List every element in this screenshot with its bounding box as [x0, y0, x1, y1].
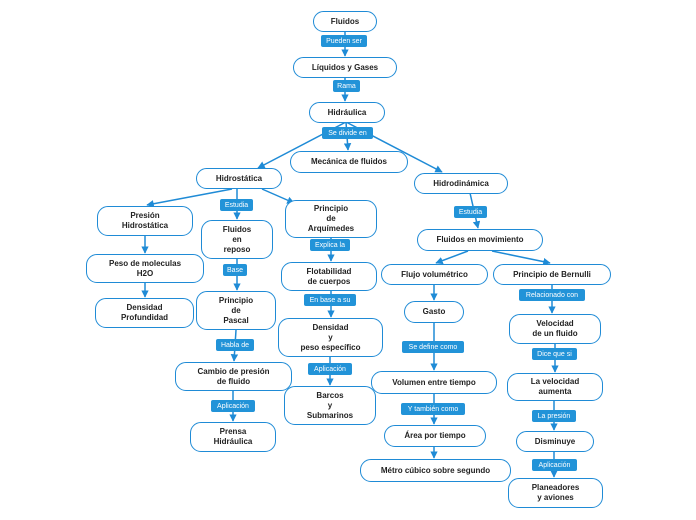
node-fluidos-movimiento[interactable]: Fluidos en movimiento [417, 229, 543, 251]
node-area-tiempo[interactable]: Área por tiempo [384, 425, 486, 447]
label-habla-de: Habla de [216, 339, 254, 351]
node-mecanica-fluidos[interactable]: Mecánica de fluidos [290, 151, 408, 173]
label-relacionado-con: Relacionado con [519, 289, 585, 301]
label-estudia-hidrodinamica: Estudia [454, 206, 487, 218]
node-velocidad-aumenta[interactable]: La velocidad aumenta [507, 373, 603, 401]
label-aplicacion-prensa: Aplicación [211, 400, 255, 412]
label-aplicacion-barcos: Aplicación [308, 363, 352, 375]
node-hidrodinamica[interactable]: Hidrodinámica [414, 173, 508, 194]
node-flujo-volumetrico[interactable]: Flujo volumétrico [381, 264, 488, 285]
label-se-define-como: Se define como [402, 341, 464, 353]
label-explica-la: Explica la [310, 239, 350, 251]
label-se-divide-en: Se divide en [322, 127, 373, 139]
label-aplicacion-planeadores: Aplicación [532, 459, 577, 471]
node-metro-cubico[interactable]: Métro cúbico sobre segundo [360, 459, 511, 482]
node-gasto[interactable]: Gasto [404, 301, 464, 323]
node-hidrostatica[interactable]: Hidrostática [196, 168, 282, 189]
label-pueden-ser: Pueden ser [321, 35, 367, 47]
label-en-base-a-su: En base a su [304, 294, 356, 306]
node-liquidos-gases[interactable]: Líquidos y Gases [293, 57, 397, 78]
node-barcos-submarinos[interactable]: Barcos y Submarinos [284, 386, 376, 425]
node-disminuye[interactable]: Disminuye [516, 431, 594, 452]
node-densidad-peso[interactable]: Densidad y peso específico [278, 318, 383, 357]
node-fluidos-reposo[interactable]: Fluidos en reposo [201, 220, 273, 259]
node-planeadores[interactable]: Planeadores y aviones [508, 478, 603, 508]
node-principio-pascal[interactable]: Principio de Pascal [196, 291, 276, 330]
node-densidad-profundidad[interactable]: Densidad Profundidad [95, 298, 194, 328]
label-la-presion: La presión [532, 410, 576, 422]
node-flotabilidad[interactable]: Flotabilidad de cuerpos [281, 262, 377, 291]
node-volumen-tiempo[interactable]: Volumen entre tiempo [371, 371, 497, 394]
label-dice-que-si: Dice que si [532, 348, 577, 360]
label-estudia-hidrostatica: Estudia [220, 199, 253, 211]
label-y-tambien-como: Y también como [401, 403, 465, 415]
node-prensa-hidraulica[interactable]: Prensa Hidráulica [190, 422, 276, 452]
node-presion-hidrostatica[interactable]: Presión Hidrostática [97, 206, 193, 236]
node-hidraulica[interactable]: Hidráulica [309, 102, 385, 123]
node-bernulli[interactable]: Principio de Bernulli [493, 264, 611, 285]
label-base: Base [223, 264, 247, 276]
node-cambio-presion[interactable]: Cambio de presión de fluido [175, 362, 292, 391]
label-rama: Rama [333, 80, 360, 92]
node-velocidad-fluido[interactable]: Velocidad de un fluido [509, 314, 601, 344]
node-fluidos[interactable]: Fluidos [313, 11, 377, 32]
node-arquimedes[interactable]: Principio de Arquímedes [285, 200, 377, 238]
node-peso-moleculas[interactable]: Peso de moleculas H2O [86, 254, 204, 283]
